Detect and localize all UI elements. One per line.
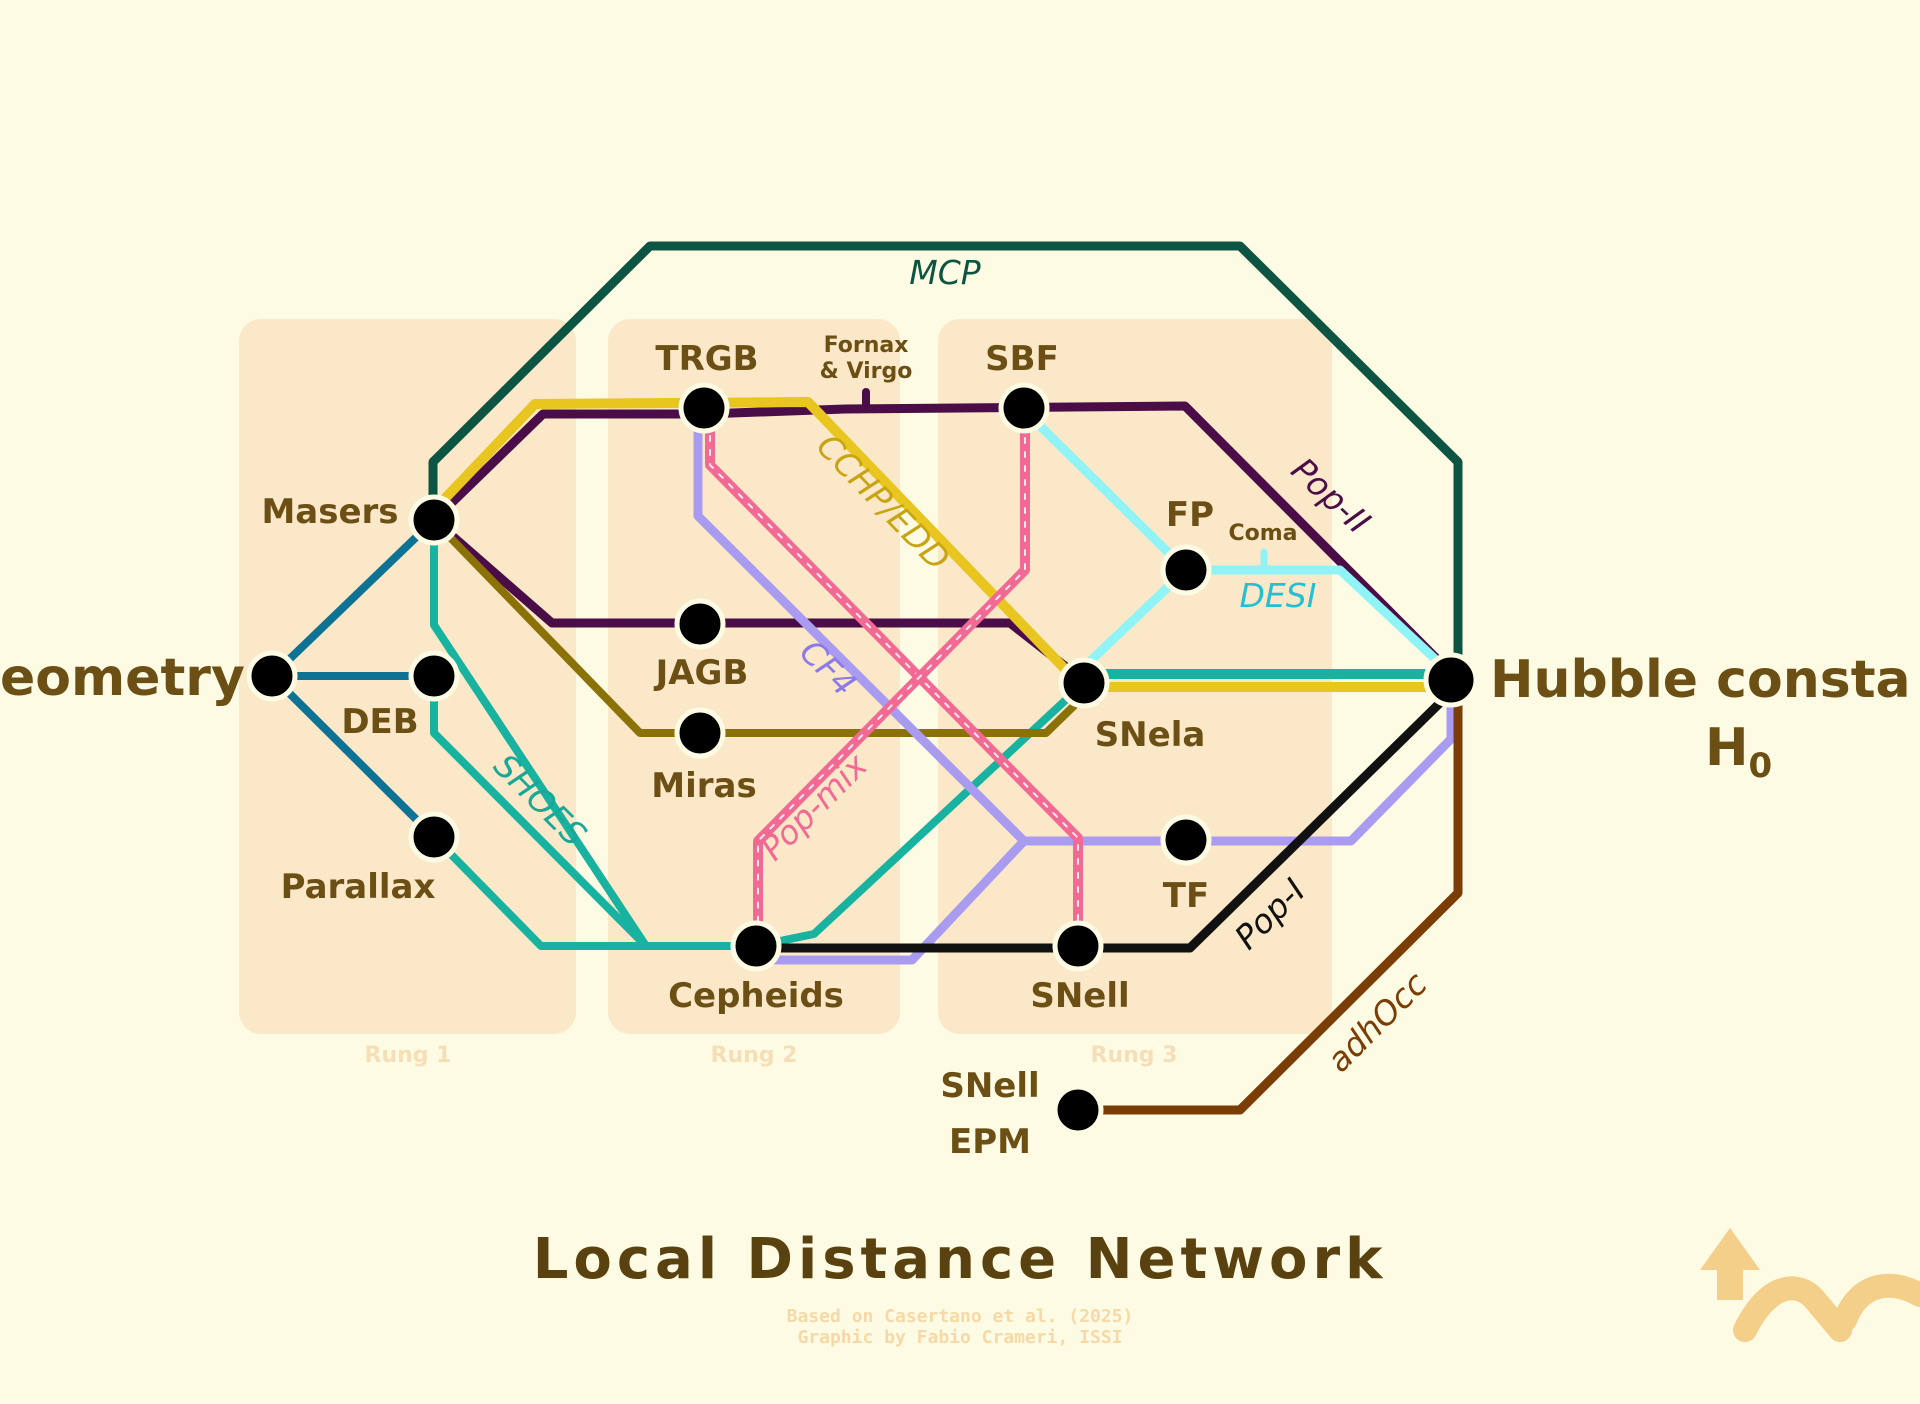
node-snell: [1052, 920, 1104, 972]
node-jagb: [674, 598, 726, 650]
node-fp: [1160, 544, 1212, 596]
cf4-branch: [760, 836, 1029, 965]
rung-2-label: Rung 2: [711, 1043, 798, 1068]
node-geometry: [246, 650, 298, 702]
label-fornax: Fornax: [824, 333, 909, 358]
credit-line-1: Based on Casertano et al. (2025): [787, 1306, 1134, 1327]
label-miras: Miras: [651, 766, 756, 806]
label-snela: SNela: [1095, 715, 1206, 755]
line-label-mcp: MCP: [909, 253, 981, 292]
label-tf: TF: [1163, 876, 1209, 916]
label-parallax: Parallax: [281, 867, 436, 907]
rung-2-box: [608, 319, 900, 1034]
cchp-line: [430, 397, 1069, 673]
popmix-line: [705, 403, 1083, 950]
shoes-segment-2: [430, 516, 650, 950]
label-deb: DEB: [341, 702, 418, 742]
rung-3-label: Rung 3: [1091, 1043, 1178, 1068]
label-snell-epm-2: EPM: [949, 1122, 1031, 1162]
label-hubble-symbol: H0: [1705, 718, 1772, 786]
node-sbf: [998, 382, 1050, 434]
line-label-adhocc: adhOcc: [1319, 964, 1435, 1080]
label-trgb: TRGB: [655, 339, 758, 379]
node-deb: [408, 650, 460, 702]
rung-1-label: Rung 1: [365, 1043, 452, 1068]
pop2-line: [428, 401, 1456, 678]
label-snell: SNell: [1030, 976, 1129, 1016]
shoes-segment-4: [430, 833, 760, 950]
label-cepheids: Cepheids: [668, 976, 844, 1016]
label-sbf: SBF: [985, 339, 1059, 379]
line-label-desi: DESI: [1240, 576, 1317, 615]
node-hubble: [1423, 652, 1479, 708]
label-geometry: eometry: [0, 648, 245, 708]
node-trgb: [678, 382, 730, 434]
label-masers: Masers: [261, 492, 398, 532]
node-snell-epm: [1052, 1084, 1104, 1136]
adhocc-line: [1075, 685, 1463, 1115]
label-hubble-subscript: 0: [1749, 746, 1773, 786]
label-coma: Coma: [1228, 521, 1297, 546]
node-tf: [1160, 814, 1212, 866]
node-snela: [1058, 657, 1110, 709]
mcp-line: [428, 241, 1463, 685]
label-snell-epm-1: SNell: [940, 1066, 1039, 1106]
geometry-line-masers: [268, 516, 438, 680]
miras-line: [436, 523, 1087, 737]
credit-line-2: Graphic by Fabio Crameri, ISSI: [797, 1327, 1122, 1348]
node-parallax: [408, 811, 460, 863]
issi-logo: [1700, 1228, 1920, 1342]
label-jagb: JAGB: [654, 653, 749, 693]
node-cepheids: [730, 920, 782, 972]
label-hubble: Hubble consta: [1490, 650, 1911, 710]
node-miras: [674, 707, 726, 759]
label-fp: FP: [1166, 495, 1214, 535]
diagram-title: Local Distance Network: [533, 1227, 1388, 1292]
node-masers: [408, 494, 460, 546]
label-virgo: & Virgo: [820, 359, 913, 384]
pop1-line: [751, 690, 1453, 953]
geometry-line-parallax: [268, 672, 438, 841]
